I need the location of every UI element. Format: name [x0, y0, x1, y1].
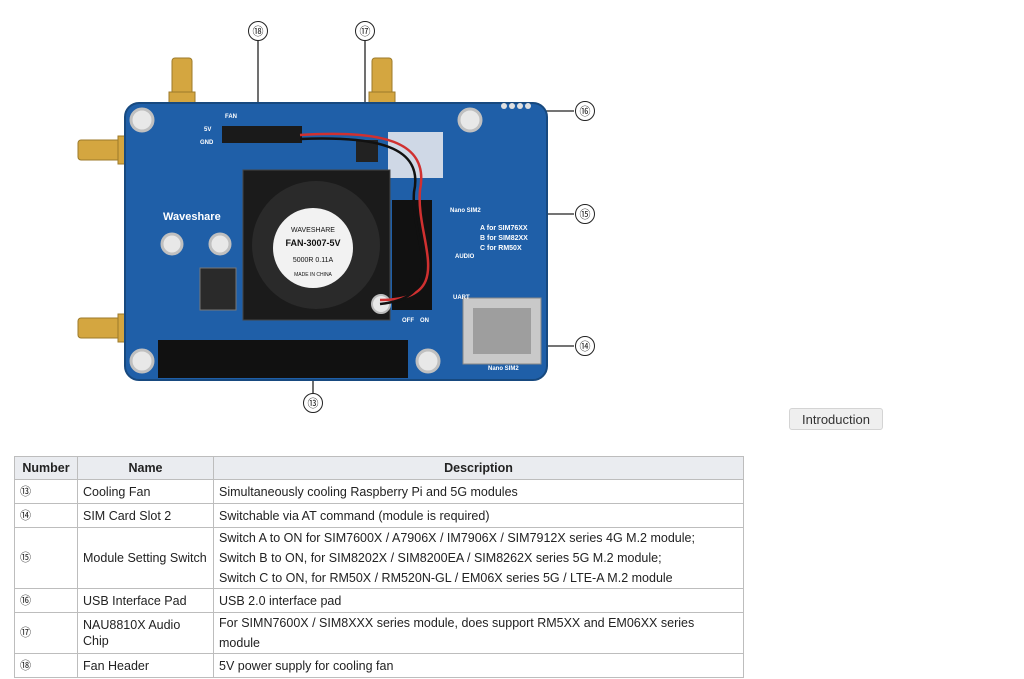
table-row: ⑱ Fan Header 5V power supply for cooling… [14, 653, 744, 678]
table-row: ⑮ Module Setting Switch Switch A to ON f… [14, 527, 744, 589]
fan-label: FAN [225, 114, 237, 120]
row-number: ⑱ [14, 653, 78, 678]
component-table: Number Name Description ⑬ Cooling Fan Si… [14, 456, 744, 678]
row-name: USB Interface Pad [77, 588, 214, 613]
introduction-button[interactable]: Introduction [789, 408, 883, 430]
row-description: Simultaneously cooling Raspberry Pi and … [213, 479, 744, 504]
row-name: Module Setting Switch [77, 527, 214, 589]
row-name: NAU8810X Audio Chip [77, 612, 214, 654]
description-line: Switchable via AT command (module is req… [219, 508, 490, 523]
nano-sim2-top-label: Nano SIM2 [450, 208, 481, 214]
audio-label: AUDIO [455, 254, 475, 260]
row-description: Switch A to ON for SIM7600X / A7906X / I… [213, 527, 744, 589]
off-label: OFF [402, 318, 414, 324]
callout-14: ⑭ [575, 336, 595, 356]
table-row: ⑰ NAU8810X Audio Chip For SIMN7600X / SI… [14, 612, 744, 654]
row-name: Cooling Fan [77, 479, 214, 504]
row-description: 5V power supply for cooling fan [213, 653, 744, 678]
sim-card-slot-inner [473, 308, 531, 354]
row-description: USB 2.0 interface pad [213, 588, 744, 613]
table-row: ⑯ USB Interface Pad USB 2.0 interface pa… [14, 588, 744, 613]
usb-pads [501, 103, 531, 109]
callout-18: ⑱ [248, 21, 268, 41]
row-number: ⑰ [14, 612, 78, 654]
row-number: ⑭ [14, 503, 78, 528]
callout-13: ⑬ [303, 393, 323, 413]
header-number: Number [14, 456, 78, 480]
fan-wires [299, 132, 430, 302]
row-name: Fan Header [77, 653, 214, 678]
description-line: Switch C to ON, for RM50X / RM520N-GL / … [219, 571, 673, 585]
table-row: ⑭ SIM Card Slot 2 Switchable via AT comm… [14, 503, 744, 528]
audio-chip [356, 140, 378, 162]
brand-label: Waveshare [163, 211, 221, 223]
switch-b-label: B for SIM82XX [480, 235, 528, 242]
row-number: ⑮ [14, 527, 78, 589]
description-line: Simultaneously cooling Raspberry Pi and … [219, 484, 518, 499]
switch-a-label: A for SIM76XX [480, 225, 528, 232]
fan-label-sticker [273, 208, 353, 288]
row-description: For SIMN7600X / SIM8XXX series module, d… [213, 612, 744, 654]
fan-header [222, 126, 302, 143]
fan-origin-label: MADE IN CHINA [294, 272, 332, 278]
component-grid [388, 132, 443, 178]
switch-c-label: C for RM50X [480, 245, 522, 252]
board-illustration: Waveshare FAN 5V GND Nano SIM2 A for SIM… [77, 41, 574, 393]
gpio-header [158, 340, 408, 378]
table-row: ⑬ Cooling Fan Simultaneously cooling Ras… [14, 479, 744, 504]
header-description: Description [213, 456, 744, 480]
inductor [199, 267, 237, 311]
gnd-label: GND [200, 140, 214, 146]
fan-brand-label: WAVESHARE [291, 227, 335, 234]
5v-label: 5V [204, 127, 211, 133]
description-line: Switch B to ON, for SIM8202X / SIM8200EA… [219, 551, 662, 565]
callout-17: ⑰ [355, 21, 375, 41]
fan-model-label: FAN-3007-5V [285, 238, 340, 248]
callout-16: ⑯ [575, 101, 595, 121]
description-line: 5V power supply for cooling fan [219, 658, 394, 673]
mounting-holes [129, 107, 483, 374]
row-number: ⑬ [14, 479, 78, 504]
header-name: Name [77, 456, 214, 480]
on-label: ON [420, 318, 429, 324]
callout-15: ⑮ [575, 204, 595, 224]
row-number: ⑯ [14, 588, 78, 613]
description-line: USB 2.0 interface pad [219, 593, 342, 608]
row-name: SIM Card Slot 2 [77, 503, 214, 528]
description-line: Switch A to ON for SIM7600X / A7906X / I… [219, 531, 695, 545]
table-header-row: Number Name Description [14, 456, 744, 480]
nano-sim2-bottom-label: Nano SIM2 [488, 366, 519, 372]
description-line: For SIMN7600X / SIM8XXX series module, d… [219, 616, 695, 650]
row-description: Switchable via AT command (module is req… [213, 503, 744, 528]
uart-label: UART [453, 295, 470, 301]
fan-spec-label: 5000R 0.11A [293, 257, 334, 264]
